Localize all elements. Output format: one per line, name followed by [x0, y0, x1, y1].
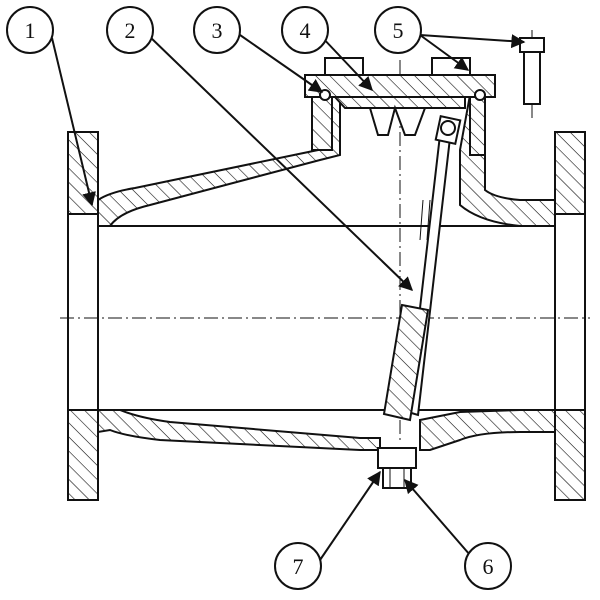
svg-text:7: 7 [293, 554, 304, 579]
svg-text:5: 5 [393, 18, 404, 43]
callout-2: 2 [106, 6, 154, 54]
body-bottom-wall [97, 409, 381, 451]
leader-4 [319, 34, 373, 92]
callout-5: 5 [374, 6, 422, 54]
gear-teeth [368, 104, 427, 136]
svg-text:6: 6 [483, 554, 494, 579]
svg-text:4: 4 [300, 18, 311, 43]
leader-5a [419, 34, 470, 71]
leader-6 [404, 478, 471, 556]
cover-plate [304, 57, 496, 109]
cover-bolt [519, 30, 545, 118]
drain-plug [377, 447, 417, 489]
left-flange [67, 131, 99, 501]
callout-1: 1 [6, 6, 54, 54]
leader-2 [147, 34, 414, 291]
leader-1 [51, 37, 96, 207]
body-top-wall [97, 94, 341, 227]
leader-7 [319, 470, 381, 561]
svg-text:1: 1 [25, 18, 36, 43]
body-bottom-right-wall [419, 409, 556, 451]
callout-3: 3 [193, 6, 241, 54]
svg-text:2: 2 [125, 18, 136, 43]
callout-6: 6 [464, 542, 512, 590]
svg-text:3: 3 [212, 18, 223, 43]
leader-3 [239, 34, 324, 93]
right-flange [554, 131, 586, 501]
callout-4: 4 [281, 6, 329, 54]
callout-7: 7 [274, 542, 322, 590]
leader-5b [419, 34, 526, 49]
disc-arm [382, 114, 462, 422]
